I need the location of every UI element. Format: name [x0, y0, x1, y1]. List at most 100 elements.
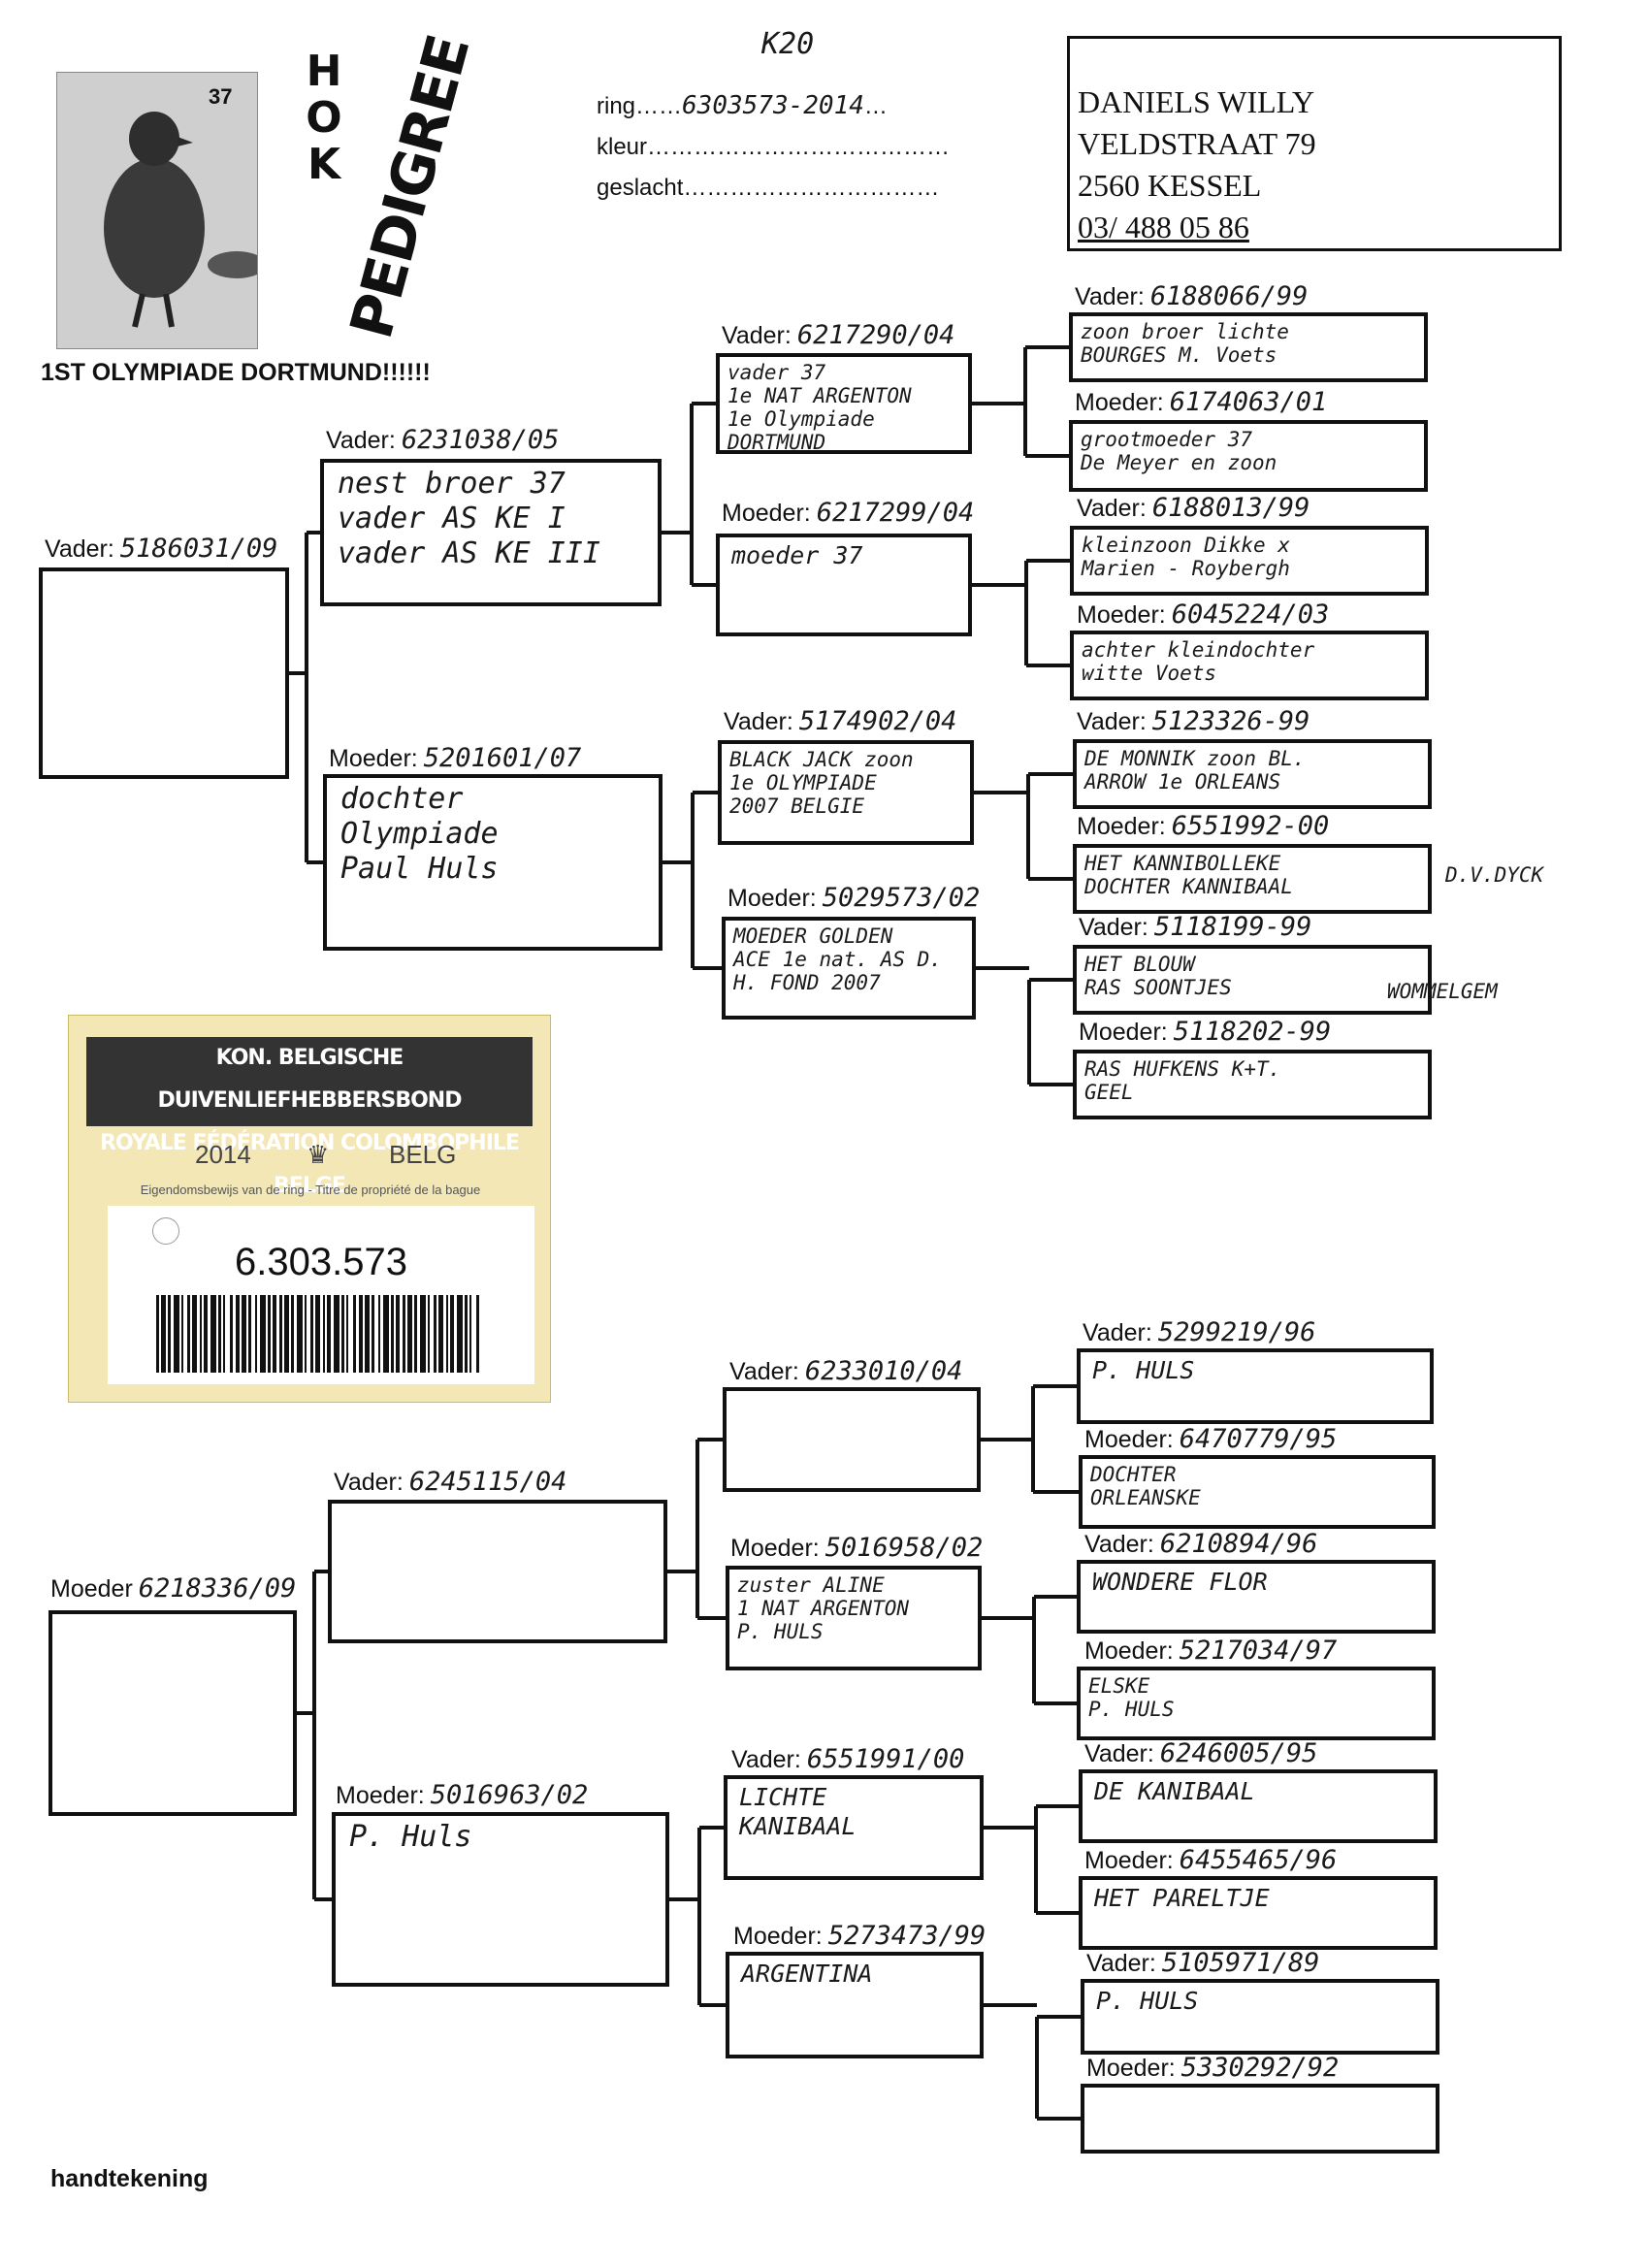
connector-line: [305, 533, 308, 862]
pedigree-note-line: P. HULS: [1096, 1987, 1199, 2015]
owner-name: DANIELS WILLY: [1078, 84, 1315, 119]
connector-line: [697, 1828, 701, 2005]
barcode-bar: [346, 1295, 348, 1373]
pedigree-note-line: vader 37: [728, 361, 826, 384]
parent-label-mm: Moeder:5016963/02: [336, 1780, 588, 1810]
ring-label: ring: [597, 93, 636, 119]
ring-number-handwritten: 6233010/04: [804, 1356, 963, 1386]
pedigree-note-line: BLACK JACK zoon: [729, 748, 914, 771]
barcode-bar: [291, 1295, 294, 1373]
pedigree-note-line: Paul Huls: [340, 852, 499, 886]
connector-line: [695, 1440, 699, 1618]
pedigree-box-m: [48, 1610, 297, 1816]
barcode-bar: [327, 1295, 331, 1373]
pedigree-note-line: DOCHTER KANNIBAAL: [1084, 875, 1293, 898]
parent-label-vmvv: Vader:5123326-99: [1077, 706, 1310, 736]
signature-label: handtekening: [50, 2165, 209, 2192]
hok-title: H O K: [303, 49, 345, 188]
connector-line: [1033, 1384, 1077, 1388]
parent-label-mmm: Moeder:5273473/99: [733, 1921, 986, 1951]
parent-label-text: Vader:: [1084, 1531, 1154, 1558]
barcode-bar: [396, 1295, 400, 1373]
hok-letter: O: [306, 93, 342, 143]
pedigree-note-line: LICHTE: [739, 1783, 827, 1811]
ring-number-handwritten: 5118199-99: [1153, 912, 1312, 942]
pedigree-note-line: DORTMUND: [728, 431, 826, 454]
crown-icon: ♛: [307, 1140, 330, 1169]
connector-line: [1035, 2017, 1039, 2119]
connector-line: [1028, 772, 1073, 776]
connector-line: [1029, 1083, 1073, 1086]
parent-label-text: Vader:: [729, 1358, 799, 1385]
ring-number-handwritten: 5118202-99: [1173, 1017, 1332, 1047]
parent-label-text: Moeder:: [1077, 601, 1166, 629]
barcode-bar: [407, 1295, 412, 1373]
parent-label-vvmv: Vader:6188013/99: [1077, 493, 1310, 523]
barcode-bar: [284, 1295, 289, 1373]
barcode-bar: [168, 1295, 171, 1373]
barcode-bar: [305, 1295, 307, 1373]
pedigree-note-line: P. HULS: [737, 1620, 824, 1643]
parent-label-mvm: Moeder:5016958/02: [730, 1533, 983, 1563]
parent-label-v: Vader:5186031/09: [45, 534, 277, 564]
parent-label-mmmv: Vader:5105971/89: [1086, 1948, 1319, 1978]
connector-line: [312, 1571, 316, 1899]
ring-number-handwritten: 6551991/00: [806, 1744, 965, 1774]
parent-label-vvvv: Vader:6188066/99: [1075, 281, 1308, 311]
connector-line: [697, 1616, 726, 1620]
connector-line: [976, 966, 1029, 970]
geslacht-label: geslacht: [597, 175, 684, 201]
ring-number-handwritten: 6231038/05: [401, 425, 560, 455]
photo-caption: 1ST OLYMPIADE DORTMUND!!!!!!: [41, 359, 431, 386]
parent-label-text: Vader:: [334, 1469, 404, 1496]
pedigree-note-line: GEEL: [1084, 1081, 1134, 1104]
pedigree-note-line: vader AS KE I: [338, 502, 566, 535]
barcode-bar: [378, 1295, 380, 1373]
connector-line: [984, 2003, 1037, 2007]
barcode-bar: [223, 1295, 225, 1373]
parent-label-text: Moeder:: [1079, 1019, 1168, 1046]
barcode-bar: [161, 1295, 166, 1373]
barcode-bar: [383, 1295, 389, 1373]
connector-line: [314, 1897, 332, 1901]
pedigree-box-vvm: moeder 37: [716, 534, 972, 636]
barcode-bar: [428, 1295, 430, 1373]
barcode-bar: [414, 1295, 417, 1373]
pedigree-note-line: RAS SOONTJES: [1084, 976, 1232, 999]
connector-line: [663, 860, 693, 864]
parent-label-mmvv: Vader:6246005/95: [1084, 1738, 1317, 1768]
federation-fr: ROYALE FÉDÉRATION COLOMBOPHILE BELGE: [100, 1131, 520, 1198]
connector-line: [693, 791, 718, 794]
ring-row: ring……6303573-2014…: [597, 91, 888, 120]
parent-label-mvvv: Vader:5299219/96: [1083, 1317, 1315, 1347]
pedigree-box-v: [39, 567, 289, 779]
parent-label-text: Vader:: [45, 535, 114, 563]
parent-label-mvvm: Moeder:6470779/95: [1084, 1424, 1337, 1454]
pedigree-note-line: HET KANNIBOLLEKE: [1084, 852, 1281, 875]
ring-value: 6303573-2014: [682, 91, 864, 120]
parent-label-text: Vader:: [1077, 708, 1147, 735]
barcode-bar: [181, 1295, 183, 1373]
connector-line: [307, 860, 323, 864]
parent-label-vm: Moeder:5201601/07: [329, 743, 581, 773]
ring-number-handwritten: 5201601/07: [423, 743, 582, 773]
connector-line: [1034, 1595, 1077, 1599]
parent-label-text: Moeder:: [722, 500, 811, 527]
parent-label-mmvm: Moeder:6455465/96: [1084, 1845, 1337, 1875]
connector-line: [314, 1570, 328, 1573]
connector-line: [1037, 2117, 1081, 2121]
parent-label-mv: Vader:6245115/04: [334, 1467, 566, 1497]
pedigree-note-line: ACE 1e nat. AS D.: [733, 948, 942, 971]
pedigree-note-line: 1 NAT ARGENTON: [737, 1597, 910, 1620]
ring-number-handwritten: 6217290/04: [796, 320, 955, 350]
ring-number-handwritten: 6188066/99: [1149, 281, 1309, 311]
geslacht-row: geslacht……………………………: [597, 175, 940, 201]
connector-line: [699, 2003, 726, 2007]
connector-line: [691, 793, 695, 968]
parent-label-vmmv: Vader:5118199-99: [1079, 912, 1311, 942]
